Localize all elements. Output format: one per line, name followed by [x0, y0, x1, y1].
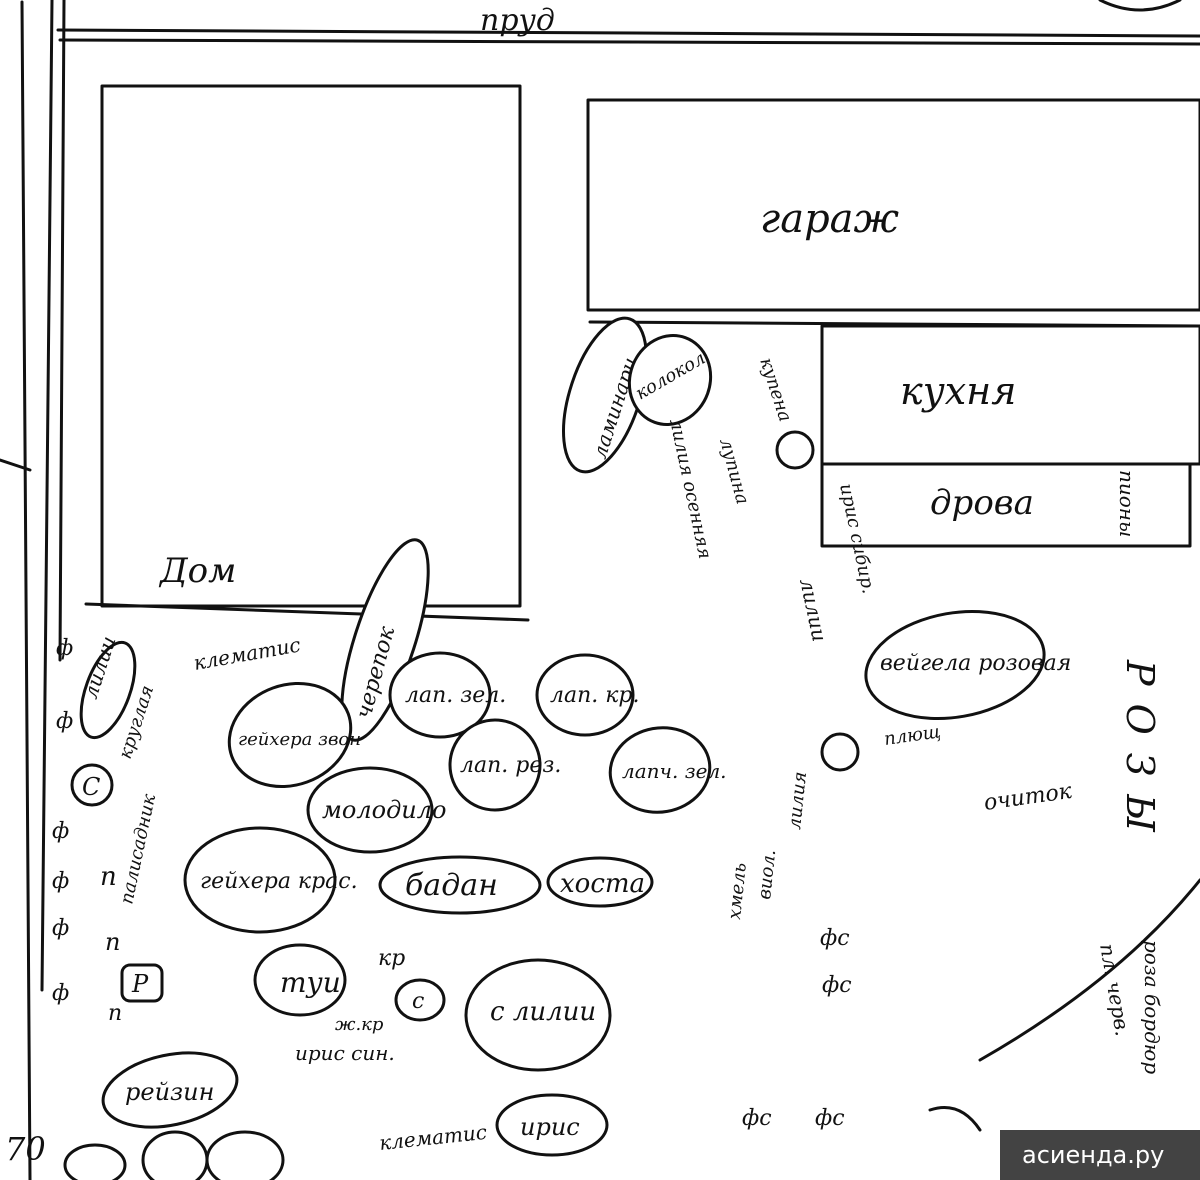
bed-veigela [864, 609, 1046, 721]
roses-column: РОЗЫ [1118, 659, 1162, 850]
bed-geyhera-kras [183, 826, 337, 934]
plan-top-border [20, 0, 32, 1180]
bed-geyhera-kras-label: гейхера крас. [200, 869, 358, 894]
marker-r-box [120, 963, 164, 1003]
bed-lap-rez [448, 718, 542, 812]
marker-fs2: фс [822, 973, 852, 998]
firewood-outline [820, 462, 1192, 548]
bed-badan-label: бадан [405, 868, 498, 903]
bed-lap-zel [388, 651, 492, 739]
plan-left-border-inner2 [58, 0, 66, 662]
note-plyushch: плющ [883, 721, 942, 750]
house-label: Дом [158, 551, 236, 591]
note-iris-sibir: ирис сибир. [835, 482, 879, 596]
house-outline [100, 84, 522, 608]
bed-bottom-1 [63, 1143, 127, 1180]
marker-c1: С [82, 773, 100, 801]
bed-geyhera-zvon [227, 681, 353, 789]
kitchen-label: кухня [900, 369, 1016, 413]
bed-iris [495, 1093, 609, 1157]
bed-bottom-2 [141, 1130, 209, 1180]
bed-lap-rez-label: лап. рез. [460, 753, 561, 778]
plan-right-edge [1098, 0, 1182, 12]
roses-label: РОЗЫ [1118, 659, 1162, 850]
bed-lapch-zel-label: лапч. зел. [622, 759, 727, 783]
marker-f4: ф [52, 869, 69, 894]
marker-kupena-circle [775, 430, 815, 470]
bed-kolokolchik [627, 334, 713, 426]
note-lilii-mult: лилии [795, 576, 832, 644]
bed-cherepok [340, 538, 430, 742]
marker-liliya-circle [820, 732, 860, 772]
bed-veigela-label: вейгела розовая [880, 651, 1071, 676]
note-roz-bord: роза бордюр [1140, 940, 1164, 1074]
note-lupina: лупина [715, 436, 753, 507]
bed-badan [378, 855, 542, 915]
bed-rebirn [101, 1051, 239, 1129]
marker-f6: ф [52, 981, 69, 1006]
bed-lap-kr [535, 653, 635, 737]
bed-tui-label: туи [280, 966, 341, 999]
note-viol: виол. [754, 849, 780, 901]
firewood-label: дрова [930, 483, 1034, 523]
note-hmel: хмель [724, 862, 751, 921]
watermark: асиенда.ру [1000, 1130, 1200, 1180]
plan-top-line2 [58, 38, 1200, 46]
marker-70: 70 [5, 1130, 46, 1168]
marker-p1: п [100, 862, 117, 892]
note-kupena: купена [755, 355, 795, 424]
bed-s-small [394, 978, 446, 1022]
garage-outline [586, 98, 1200, 312]
bed-hosta-label: хоста [560, 869, 645, 899]
bed-molodil [306, 766, 434, 854]
marker-p3: п [108, 1001, 122, 1026]
bed-lap-kr-label: лап. кр. [550, 683, 640, 708]
marker-f5: ф [52, 916, 69, 941]
note-lilia-osen: лилия осенняя [665, 417, 715, 561]
note-liliya-pk: лилия [784, 771, 811, 831]
note-piony: пионы [1115, 470, 1139, 537]
watermark-text: асиенда.ру [1022, 1141, 1164, 1169]
bed-lap-zel-label: лап. зел. [405, 683, 506, 708]
marker-zh: ж.кр [335, 1014, 384, 1035]
house-front-line [84, 602, 530, 622]
note-palisadnik: палисадник [116, 792, 160, 906]
bed-geyhera-zvon-label: гейхера звон [238, 729, 361, 750]
plan-top-line [56, 28, 1200, 38]
marker-fs4: фс [815, 1106, 845, 1131]
bed-s-small-label: с [412, 989, 424, 1014]
marker-fs1: фс [820, 926, 850, 951]
marker-f1: ф [56, 636, 73, 661]
note-ochitok: очиток [982, 779, 1074, 816]
bed-s-lilies-label: с лилии [490, 997, 596, 1027]
path-line-right [978, 878, 1200, 1062]
road-label: пруд [480, 3, 555, 38]
note-klematis: клематис [192, 633, 303, 675]
bed-lilii [79, 640, 137, 740]
note-iris-sin: ирис син. [295, 1041, 395, 1065]
marker-f2: ф [56, 709, 73, 734]
bed-iris-label: ирис [520, 1113, 580, 1141]
marker-f3: ф [52, 819, 69, 844]
bed-s-lilies [464, 958, 612, 1072]
path-curve-bottom [928, 1106, 982, 1132]
bed-rebirn-label: рейзин [125, 1078, 214, 1106]
marker-fs3: фс [742, 1106, 772, 1131]
marker-r1: Р [131, 970, 149, 998]
garage-label: гараж [760, 196, 900, 242]
bed-tui [253, 943, 347, 1017]
marker-c-circle [70, 763, 114, 807]
bed-bottom-3 [205, 1130, 285, 1180]
left-bracket [0, 458, 32, 472]
note-klematis2: клематис [378, 1120, 488, 1155]
marker-p2: п [105, 928, 120, 956]
plan-left-border-inner [40, 0, 54, 992]
bed-hosta [546, 856, 654, 908]
bed-molodil-label: молодило [322, 796, 446, 824]
bed-lapch-zel [608, 726, 712, 814]
marker-kr: кр [378, 946, 405, 971]
